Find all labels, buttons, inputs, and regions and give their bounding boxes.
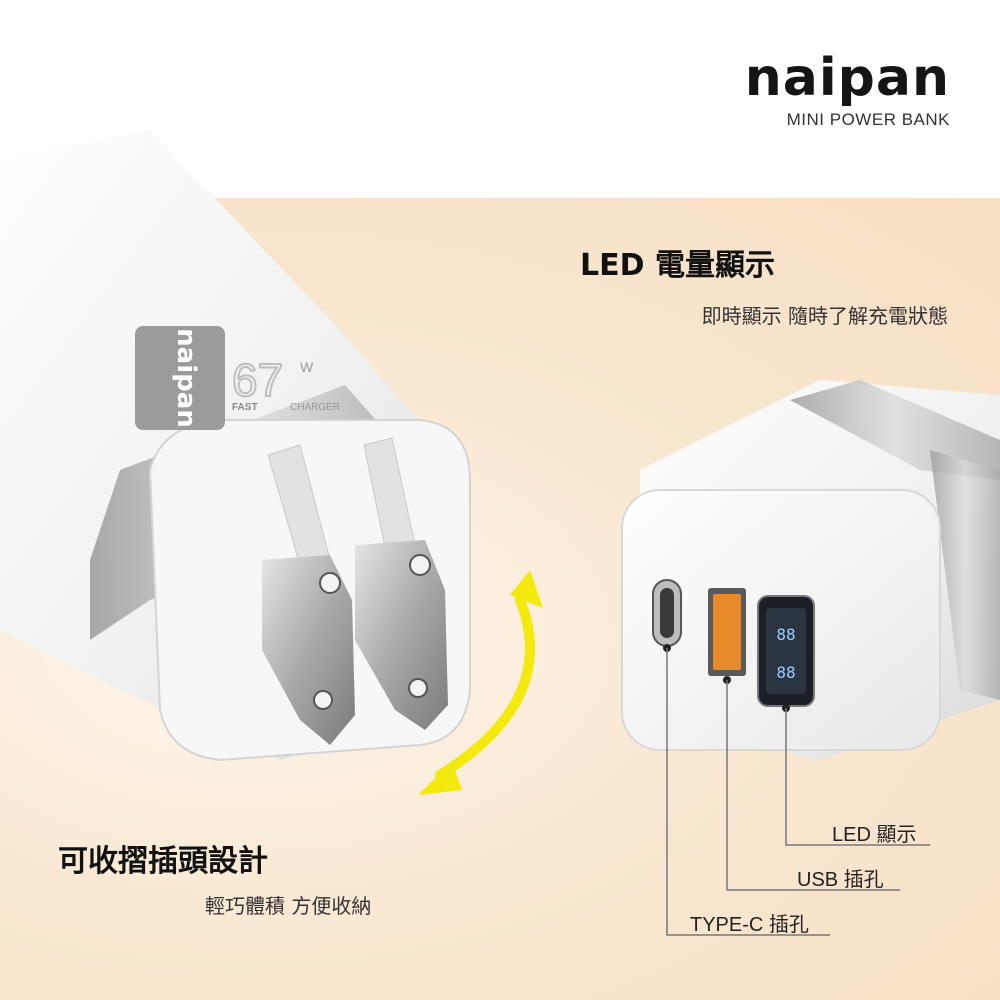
callout-usb-label: USB 插孔 bbox=[797, 869, 884, 891]
fold-feature-subtitle: 輕巧體積 方便收納 bbox=[205, 894, 372, 918]
left-charger: naipan 67 W FAST CHARGER bbox=[0, 130, 471, 762]
svg-text:88: 88 bbox=[776, 625, 795, 644]
plug-prong-left bbox=[262, 555, 355, 745]
callout-lines bbox=[666, 648, 930, 936]
plug-prong-right bbox=[355, 540, 448, 730]
brand-badge bbox=[135, 326, 225, 430]
fold-rotation-arrow bbox=[418, 570, 543, 795]
fold-feature-title: 可收摺插頭設計 bbox=[58, 844, 268, 879]
tagline-text: FAST bbox=[232, 402, 258, 413]
wattage-text: 67 bbox=[232, 354, 283, 406]
right-charger: 88 88 bbox=[621, 380, 1000, 760]
svg-text:88: 88 bbox=[776, 663, 795, 682]
brand-subtitle: MINI POWER BANK bbox=[786, 110, 950, 129]
callout-led-label: LED 顯示 bbox=[832, 824, 917, 846]
callout-typec-label: TYPE-C 插孔 bbox=[690, 914, 809, 936]
brand-logo: naipan bbox=[744, 48, 950, 108]
unit-text: W bbox=[300, 359, 314, 375]
badge-logo-text: naipan bbox=[171, 328, 201, 428]
led-feature-title: LED 電量顯示 bbox=[580, 248, 775, 283]
tagline2-text: CHARGER bbox=[290, 402, 340, 413]
led-feature-subtitle: 即時顯示 隨時了解充電狀態 bbox=[701, 304, 948, 328]
brand-header: naipan MINI POWER BANK bbox=[745, 52, 950, 130]
